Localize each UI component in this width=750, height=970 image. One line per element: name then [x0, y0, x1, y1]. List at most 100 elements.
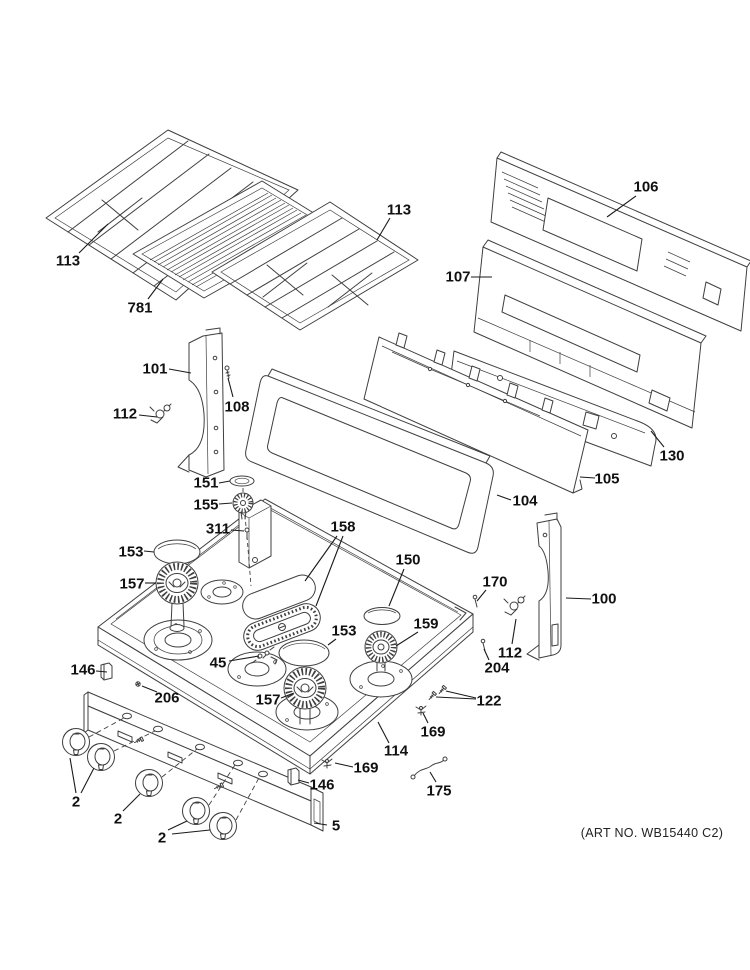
rear-panel-107	[473, 239, 707, 429]
leader-line-113	[376, 217, 391, 241]
part-label-153: 153	[331, 623, 356, 640]
part-label-104: 104	[512, 493, 538, 510]
side-support-100	[526, 512, 562, 661]
leader-line-108	[227, 377, 234, 398]
part-label-157: 157	[119, 576, 144, 593]
part-label-151: 151	[193, 475, 218, 492]
leader-line-2	[122, 793, 141, 812]
leader-line-2	[69, 757, 77, 794]
leader-line-113	[78, 223, 109, 254]
leader-line-146	[95, 670, 108, 673]
part-label-108: 108	[224, 399, 249, 416]
leader-line-204	[483, 648, 490, 661]
part-label-153: 153	[118, 544, 143, 561]
leader-line-130	[650, 430, 665, 448]
burner-well-right-rear	[349, 660, 413, 698]
screw-170	[472, 594, 478, 608]
part-label-311: 311	[206, 521, 230, 538]
leader-line-158	[315, 535, 344, 607]
control-glass-panel-104	[245, 368, 494, 554]
burner-cap-150	[363, 607, 401, 625]
burner-cap-153-right	[278, 639, 330, 667]
part-label-155: 155	[193, 497, 218, 514]
part-label-107: 107	[445, 269, 470, 286]
part-label-106: 106	[633, 179, 658, 196]
rear-insulation-panel-106	[490, 151, 750, 332]
heat-shield-130	[448, 350, 657, 467]
igniter-electrode-45	[251, 646, 278, 665]
part-label-170: 170	[482, 574, 507, 591]
part-label-157: 157	[255, 692, 280, 709]
burner-grate-right	[211, 201, 419, 331]
part-label-112: 112	[113, 406, 137, 423]
part-label-146: 146	[70, 662, 95, 679]
leader-line-151	[218, 480, 231, 484]
leader-line-104	[496, 494, 512, 501]
part-label-169: 169	[420, 724, 445, 741]
part-label-112: 112	[498, 645, 522, 662]
clip-169-right	[415, 705, 427, 716]
burner-head-159	[365, 631, 397, 672]
part-label-113: 113	[387, 202, 411, 219]
part-label-45: 45	[210, 655, 227, 672]
part-label-2: 2	[158, 830, 166, 847]
leader-line-112	[138, 414, 158, 418]
leader-line-146	[297, 779, 310, 784]
part-label-169: 169	[353, 760, 378, 777]
manifold-panel-5	[83, 691, 324, 832]
clip-146-right	[287, 767, 300, 786]
part-label-101: 101	[142, 361, 167, 378]
art-number-text: (ART NO. WB15440 C2)	[581, 826, 723, 840]
knob-mount-dashes	[88, 717, 261, 821]
part-label-146: 146	[309, 777, 334, 794]
part-label-150: 150	[395, 552, 420, 569]
rear-burner-bracket	[238, 499, 272, 569]
burner-well-center	[227, 651, 287, 687]
leader-line-153	[327, 638, 337, 646]
orifice-screw-311	[244, 527, 250, 540]
part-label-781: 781	[127, 300, 152, 317]
leader-line-5	[313, 822, 328, 826]
part-label-206: 206	[154, 690, 179, 707]
leader-line-781	[147, 278, 164, 300]
leader-line-159	[395, 631, 419, 647]
leader-line-157	[280, 692, 295, 699]
griddle-burner-158	[243, 603, 321, 651]
part-label-158: 158	[330, 519, 355, 536]
leader-line-45	[228, 655, 260, 662]
leader-line-114	[377, 721, 390, 744]
control-knob-3	[135, 769, 163, 797]
leader-line-150	[388, 568, 405, 607]
leader-line-153	[143, 550, 155, 553]
burner-ring-151	[229, 475, 255, 487]
wire-harness-175	[410, 756, 448, 780]
burner-head-157-front	[284, 667, 326, 725]
part-label-2: 2	[72, 794, 80, 811]
leader-line-100	[565, 597, 592, 600]
burner-well-left-rear	[200, 579, 244, 605]
screws-122	[427, 684, 447, 702]
burner-head-157-left	[156, 562, 198, 632]
side-support-101	[177, 327, 225, 478]
control-knob-4	[182, 797, 210, 825]
control-knob-2	[87, 743, 115, 771]
screw-206	[135, 681, 141, 687]
leader-line-206	[141, 685, 158, 693]
control-knob-1	[62, 728, 90, 756]
leader-line-311	[230, 529, 245, 532]
gas-valve-112-left	[149, 403, 172, 424]
leader-line-122	[435, 696, 477, 700]
part-label-113: 113	[56, 253, 80, 270]
leader-line-106	[606, 195, 637, 218]
cooktop-main-top-114	[97, 488, 474, 775]
part-label-5: 5	[332, 818, 340, 835]
leader-line-158	[304, 535, 338, 582]
leader-line-169	[334, 762, 354, 768]
gas-valve-112-right	[503, 595, 526, 616]
backsplash-bracket-105	[363, 332, 589, 494]
part-label-204: 204	[484, 660, 510, 677]
part-label-2: 2	[114, 811, 122, 828]
part-label-105: 105	[594, 471, 619, 488]
